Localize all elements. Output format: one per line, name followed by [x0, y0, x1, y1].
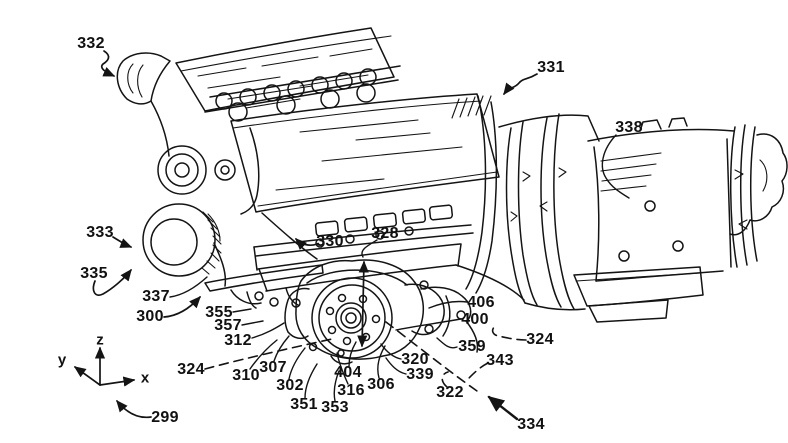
- ref-label-343: 343: [486, 352, 514, 369]
- leader-343: [468, 363, 488, 379]
- ref-label-302: 302: [276, 377, 304, 394]
- ref-label-324L: 324: [177, 361, 205, 378]
- ref-label-338: 338: [615, 119, 643, 136]
- leader-330: [295, 238, 317, 251]
- leader-328: [362, 240, 377, 257]
- leader-320: [381, 344, 401, 359]
- ref-label-307: 307: [259, 359, 287, 376]
- leader-334: [487, 397, 517, 419]
- ref-label-322: 322: [436, 384, 464, 401]
- leader-306: [378, 346, 385, 378]
- leader-332: [102, 51, 116, 76]
- leader-312: [252, 323, 284, 338]
- ref-label-359: 359: [458, 338, 486, 355]
- coordinate-axes: [73, 346, 136, 387]
- ref-label-353: 353: [321, 399, 349, 416]
- leader-328-axis: [357, 260, 369, 348]
- axis-label-y: y: [57, 351, 67, 369]
- near-valve-cover: [231, 94, 499, 212]
- adapter-plate: [466, 96, 496, 293]
- engine-mount-bracket: [205, 265, 323, 308]
- ref-label-324R: 324: [526, 331, 554, 348]
- ref-label-400: 400: [461, 311, 489, 328]
- leader-406: [429, 301, 467, 308]
- leader-338: [602, 135, 629, 198]
- axis-label-x: x: [140, 369, 150, 387]
- leader-353: [334, 371, 339, 401]
- ref-label-316: 316: [337, 382, 365, 399]
- bellhousing: [499, 114, 599, 310]
- ref-label-299: 299: [151, 409, 179, 426]
- ref-label-339: 339: [406, 366, 434, 383]
- ref-label-357: 357: [214, 317, 242, 334]
- leader-322: [442, 372, 448, 387]
- leader-404: [349, 342, 356, 366]
- leader-lines-layer: [93, 51, 629, 419]
- leader-331: [504, 74, 537, 96]
- leader-357: [242, 321, 263, 325]
- leader-339: [386, 358, 406, 374]
- engine-block: [254, 205, 524, 300]
- right-mount-bracket: [421, 287, 477, 352]
- ref-label-351: 351: [290, 396, 318, 413]
- engine-front-bracket: [117, 53, 170, 156]
- leader-324R: [493, 325, 526, 340]
- ref-label-335: 335: [80, 265, 108, 282]
- leader-316: [337, 353, 348, 384]
- leader-300: [164, 295, 201, 317]
- leader-333: [113, 237, 133, 247]
- axis-label-z: z: [96, 331, 104, 349]
- axis-arrow-y: [73, 367, 100, 385]
- leader-310: [250, 340, 277, 369]
- leader-355: [233, 309, 251, 312]
- leader-335: [93, 268, 131, 295]
- leader-302: [289, 348, 305, 379]
- ref-label-355: 355: [205, 304, 233, 321]
- leader-307: [274, 336, 289, 361]
- ref-label-331: 331: [537, 59, 565, 76]
- ref-label-404: 404: [334, 364, 362, 381]
- ref-label-333: 333: [86, 224, 114, 241]
- leader-299: [116, 399, 151, 417]
- ref-label-328: 328: [371, 225, 399, 242]
- ref-label-300: 300: [136, 308, 164, 325]
- leader-337: [170, 277, 207, 297]
- ref-label-330: 330: [316, 233, 344, 250]
- ref-label-337: 337: [142, 288, 170, 305]
- ref-label-332: 332: [77, 35, 105, 52]
- engine-artwork: [117, 28, 787, 364]
- front-pulleys: [143, 128, 259, 286]
- cylinder-head-ports: [205, 66, 400, 121]
- leader-400: [396, 319, 461, 330]
- ref-label-310: 310: [232, 367, 260, 384]
- ref-label-320: 320: [401, 351, 429, 368]
- transmission: [574, 118, 787, 322]
- ref-label-406: 406: [467, 294, 495, 311]
- ref-label-334: 334: [517, 416, 545, 433]
- leader-351: [305, 364, 317, 398]
- ref-label-312: 312: [224, 332, 252, 349]
- leader-359: [437, 338, 457, 348]
- ref-label-306: 306: [367, 376, 395, 393]
- axis-arrow-x: [100, 376, 136, 387]
